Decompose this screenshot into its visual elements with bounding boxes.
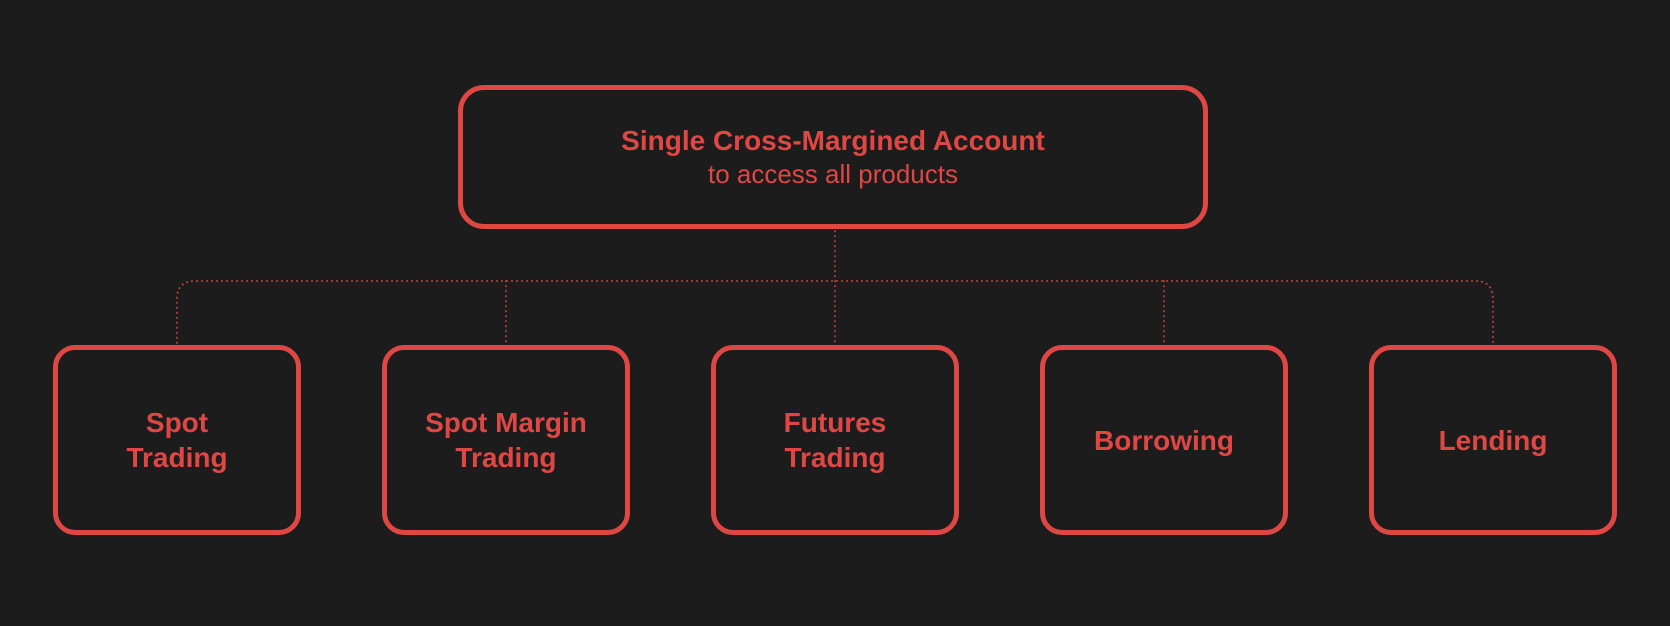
label-line: Borrowing bbox=[1094, 424, 1234, 456]
node-futures-trading-label: Futures Trading bbox=[784, 405, 887, 475]
root-node-title: Single Cross-Margined Account bbox=[621, 124, 1045, 156]
node-lending-label: Lending bbox=[1439, 423, 1548, 458]
label-line: Spot Margin bbox=[425, 407, 587, 438]
node-borrowing: Borrowing bbox=[1040, 345, 1288, 535]
node-lending: Lending bbox=[1369, 345, 1617, 535]
node-spot-trading-label: Spot Trading bbox=[126, 405, 227, 475]
root-node: Single Cross-Margined Account to access … bbox=[458, 85, 1208, 229]
node-spot-trading: Spot Trading bbox=[53, 345, 301, 535]
node-spot-margin-trading: Spot Margin Trading bbox=[382, 345, 630, 535]
label-line: Spot bbox=[145, 407, 209, 438]
root-node-subtitle: to access all products bbox=[707, 158, 958, 189]
label-line: Trading bbox=[784, 442, 886, 473]
node-borrowing-label: Borrowing bbox=[1094, 423, 1234, 458]
connector-branch-rail bbox=[176, 280, 1494, 344]
node-spot-margin-trading-label: Spot Margin Trading bbox=[425, 405, 587, 475]
node-futures-trading: Futures Trading bbox=[711, 345, 959, 535]
label-line: Lending bbox=[1438, 424, 1548, 456]
label-line: Futures bbox=[783, 407, 887, 438]
label-line: Trading bbox=[126, 442, 228, 473]
label-line: Trading bbox=[455, 442, 557, 473]
